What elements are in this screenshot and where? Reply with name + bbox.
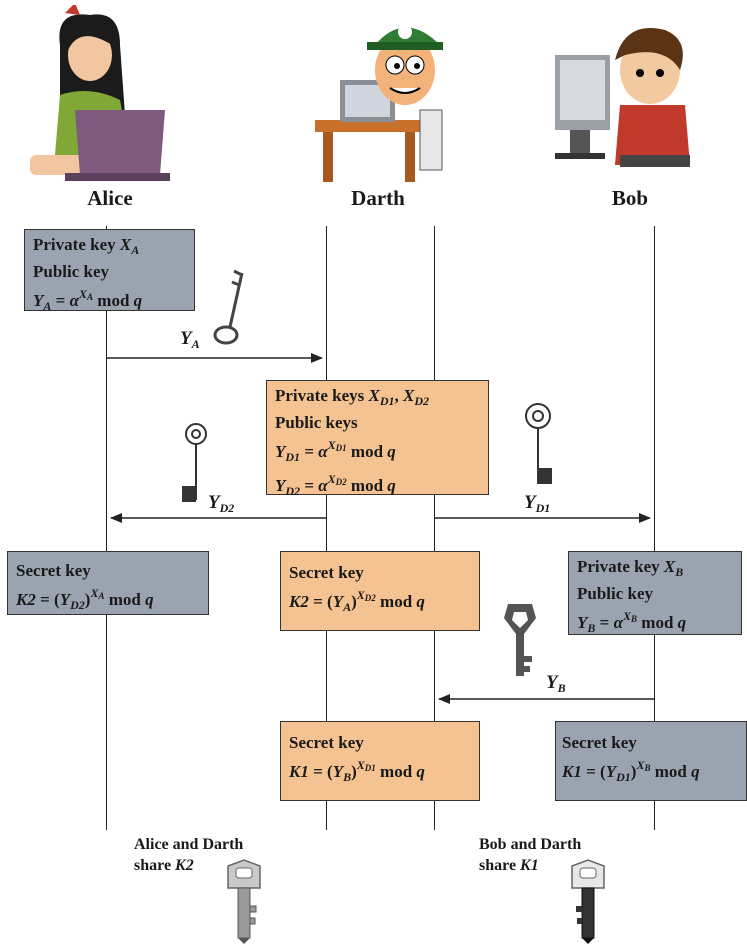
darth-key-box: Private keys XD1, XD2 Public keys YD1 = …: [266, 380, 489, 498]
bob-avatar-icon: [555, 28, 690, 167]
bob-name: Bob: [611, 186, 649, 210]
ornate-key-icon: [182, 423, 207, 502]
darth-public-key-1: YD1 = αXD1 mod q: [275, 438, 396, 464]
darth-secret-k2-formula: K2 = (YA)XD2 mod q: [289, 588, 425, 614]
darth-lifeline-right: [434, 226, 435, 830]
darth-public-key-2: YD2 = αXD2 mod q: [275, 472, 396, 498]
bob-private-key-line: Private key XB: [577, 557, 684, 579]
bob-secret-title: Secret key: [562, 733, 637, 752]
alice-private-key-line: Private key XA: [33, 235, 140, 257]
darth-private-keys-line: Private keys XD1, XD2: [275, 386, 430, 408]
alice-public-key-formula: YA = αXA mod q: [33, 287, 143, 313]
bob-lifeline: [654, 226, 655, 830]
alice-key-box: Private key XA Public key YA = αXA mod q: [24, 229, 195, 313]
alice-lifeline: [106, 226, 107, 830]
alice-secret-title: Secret key: [16, 561, 91, 580]
bob-secret-box: Secret key K1 = (YD1)XB mod q: [555, 721, 747, 801]
skeleton-key-icon: [213, 269, 244, 345]
share-left-caption: Alice and Darth share K2: [134, 836, 244, 874]
dark-key-icon: [504, 604, 536, 676]
bob-key-box: Private key XB Public key YB = αXB mod q: [568, 551, 742, 635]
bob-public-key-formula: YB = αXB mod q: [577, 609, 687, 635]
darth-secret-k2-title: Secret key: [289, 563, 364, 582]
alice-secret-formula: K2 = (YD2)XA mod q: [16, 586, 154, 612]
house-key-icon: [571, 859, 605, 944]
darth-secret-k1-title: Secret key: [289, 733, 364, 752]
house-key-icon: [227, 859, 261, 944]
share-right-caption: Bob and Darth share K1: [479, 836, 582, 874]
darth-avatar-icon: [315, 25, 443, 182]
darth-secret-k2-box: Secret key K2 = (YA)XD2 mod q: [280, 551, 480, 631]
alice-avatar-icon: [30, 5, 170, 181]
darth-public-keys-label: Public keys: [275, 413, 358, 432]
bob-public-key-label: Public key: [577, 584, 654, 603]
label-yd2: YD2: [208, 492, 235, 515]
alice-public-key-label: Public key: [33, 262, 110, 281]
label-yd1: YD1: [524, 492, 551, 515]
darth-name: Darth: [351, 186, 405, 210]
alice-secret-box: Secret key K2 = (YD2)XA mod q: [7, 551, 209, 615]
darth-lifeline-left: [326, 226, 327, 830]
ornate-key-icon: [525, 403, 552, 484]
bob-secret-formula: K1 = (YD1)XB mod q: [562, 758, 700, 784]
label-ya: YA: [180, 328, 200, 351]
darth-secret-k1-formula: K1 = (YB)XD1 mod q: [289, 758, 425, 784]
label-yb: YB: [546, 672, 566, 695]
alice-name: Alice: [87, 186, 133, 210]
darth-secret-k1-box: Secret key K1 = (YB)XD1 mod q: [280, 721, 480, 801]
